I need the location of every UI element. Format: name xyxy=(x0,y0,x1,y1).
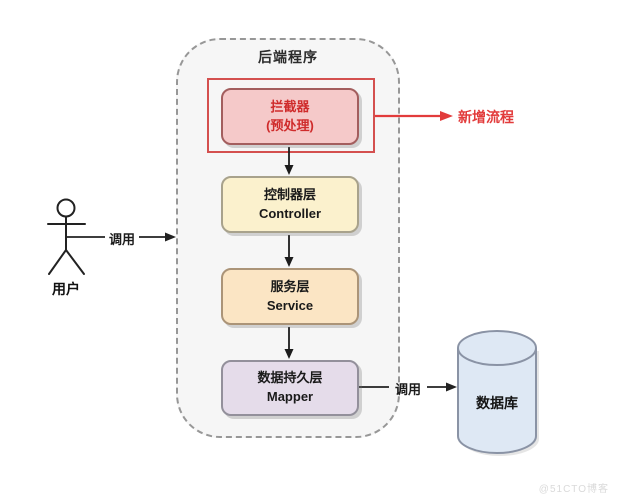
interceptor-label-line1: 拦截器 xyxy=(270,98,310,114)
mapper-label-line2: Mapper xyxy=(266,389,314,404)
interceptor-label-line2: (预处理) xyxy=(266,117,314,133)
service-label-line1: 服务层 xyxy=(270,278,310,294)
stick-figure-head xyxy=(56,198,76,218)
mapper-call-label: 调用 xyxy=(394,382,421,397)
mapper-label-line1: 数据持久层 xyxy=(257,370,323,386)
user-call-arrowhead xyxy=(165,232,176,242)
stick-figure-left-leg xyxy=(48,249,67,275)
annotation-label: 新增流程 xyxy=(458,109,514,125)
database-label: 数据库 xyxy=(476,395,518,411)
annotation-arrowhead xyxy=(440,111,453,121)
layer-box-interceptor: 拦截器 (预处理) xyxy=(221,88,359,145)
layer-box-controller: 控制器层 Controller xyxy=(221,176,359,233)
service-label-line2: Service xyxy=(266,297,314,313)
user-call-label: 调用 xyxy=(108,232,135,247)
user-stick-figure-icon xyxy=(47,198,86,275)
mapper-call-arrowhead xyxy=(446,382,457,392)
user-label: 用户 xyxy=(52,281,80,297)
layer-box-service: 服务层 Service xyxy=(221,268,359,325)
layer-box-mapper: 数据持久层 Mapper xyxy=(221,360,359,416)
watermark: @51CTO博客 xyxy=(538,484,609,495)
controller-label-line2: Controller xyxy=(258,205,322,221)
interceptor-highlight-frame xyxy=(207,78,375,153)
controller-label-line1: 控制器层 xyxy=(263,186,316,202)
backend-program-title: 后端程序 xyxy=(258,49,318,65)
stick-figure-right-leg xyxy=(65,249,85,275)
database-top xyxy=(457,330,537,366)
